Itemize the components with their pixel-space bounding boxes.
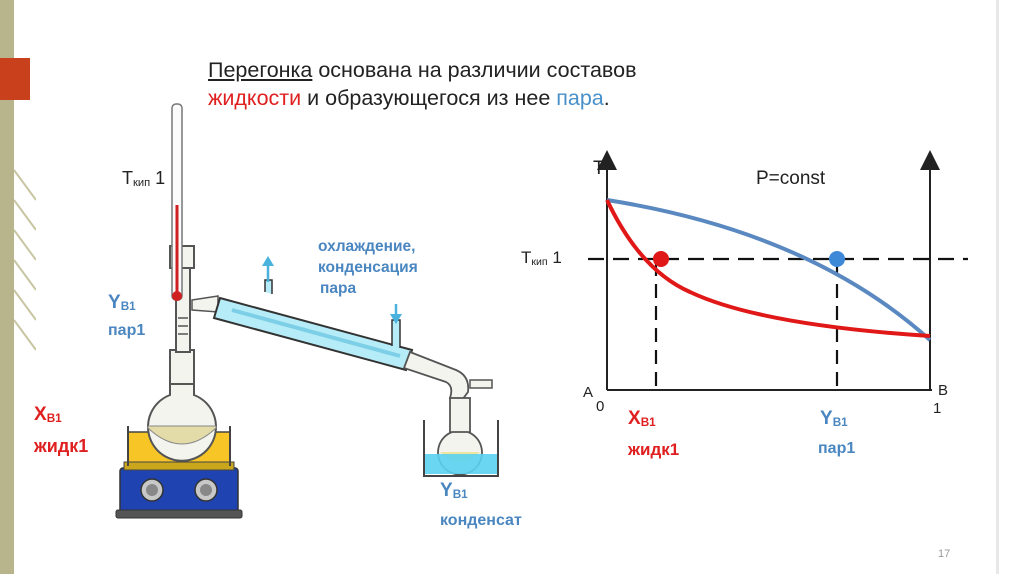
liquid-name-label: жидк1 [34,436,89,456]
liquid-composition-label: ХВ1 [34,404,62,425]
graph-liquid-composition-label: ХВ1 [628,408,656,429]
condensate-composition-label: YВ1 [440,480,468,501]
slide-right-border [996,0,999,574]
condensate-name-label: конденсат [440,512,522,529]
t-axis-label: T [593,158,605,179]
pressure-label: P=const [756,168,826,189]
condenser [212,256,414,372]
vapor-name-label: пар1 [108,322,146,339]
thermometer [171,103,183,301]
end-b-label: B [938,382,949,399]
liquid-curve [605,199,931,338]
distillation-flask [147,349,217,462]
cooling-label: охлаждение, конденсация пара [318,238,418,297]
slide-accent-block [0,58,30,100]
slide-title: Перегонка основана на различии составов … [208,58,637,110]
title-vapor: пара [556,86,604,110]
graph-vapor-name-label: пар1 [818,440,856,457]
origin-zero-label: 0 [596,398,605,415]
vapor-composition-label: YВ1 [108,292,136,313]
t-boil-axis-label: Ткип 1 [521,248,562,268]
vapor-curve [606,198,932,342]
title-distillation: Перегонка [208,58,313,82]
receiver-flask [423,397,499,477]
origin-a-label: A [583,384,594,401]
end-one-label: 1 [933,400,942,417]
vapor-point [829,251,845,267]
slide-number: 17 [938,548,951,560]
graph-liquid-name-label: жидк1 [628,440,680,459]
slide-left-bar [0,0,14,574]
boiling-temp-label: Ткип 1 [122,168,166,189]
slide-left-stripes [14,169,36,351]
liquid-point [653,251,669,267]
title-liquid: жидкости [208,86,302,110]
graph-vapor-composition-label: YВ1 [820,408,848,429]
